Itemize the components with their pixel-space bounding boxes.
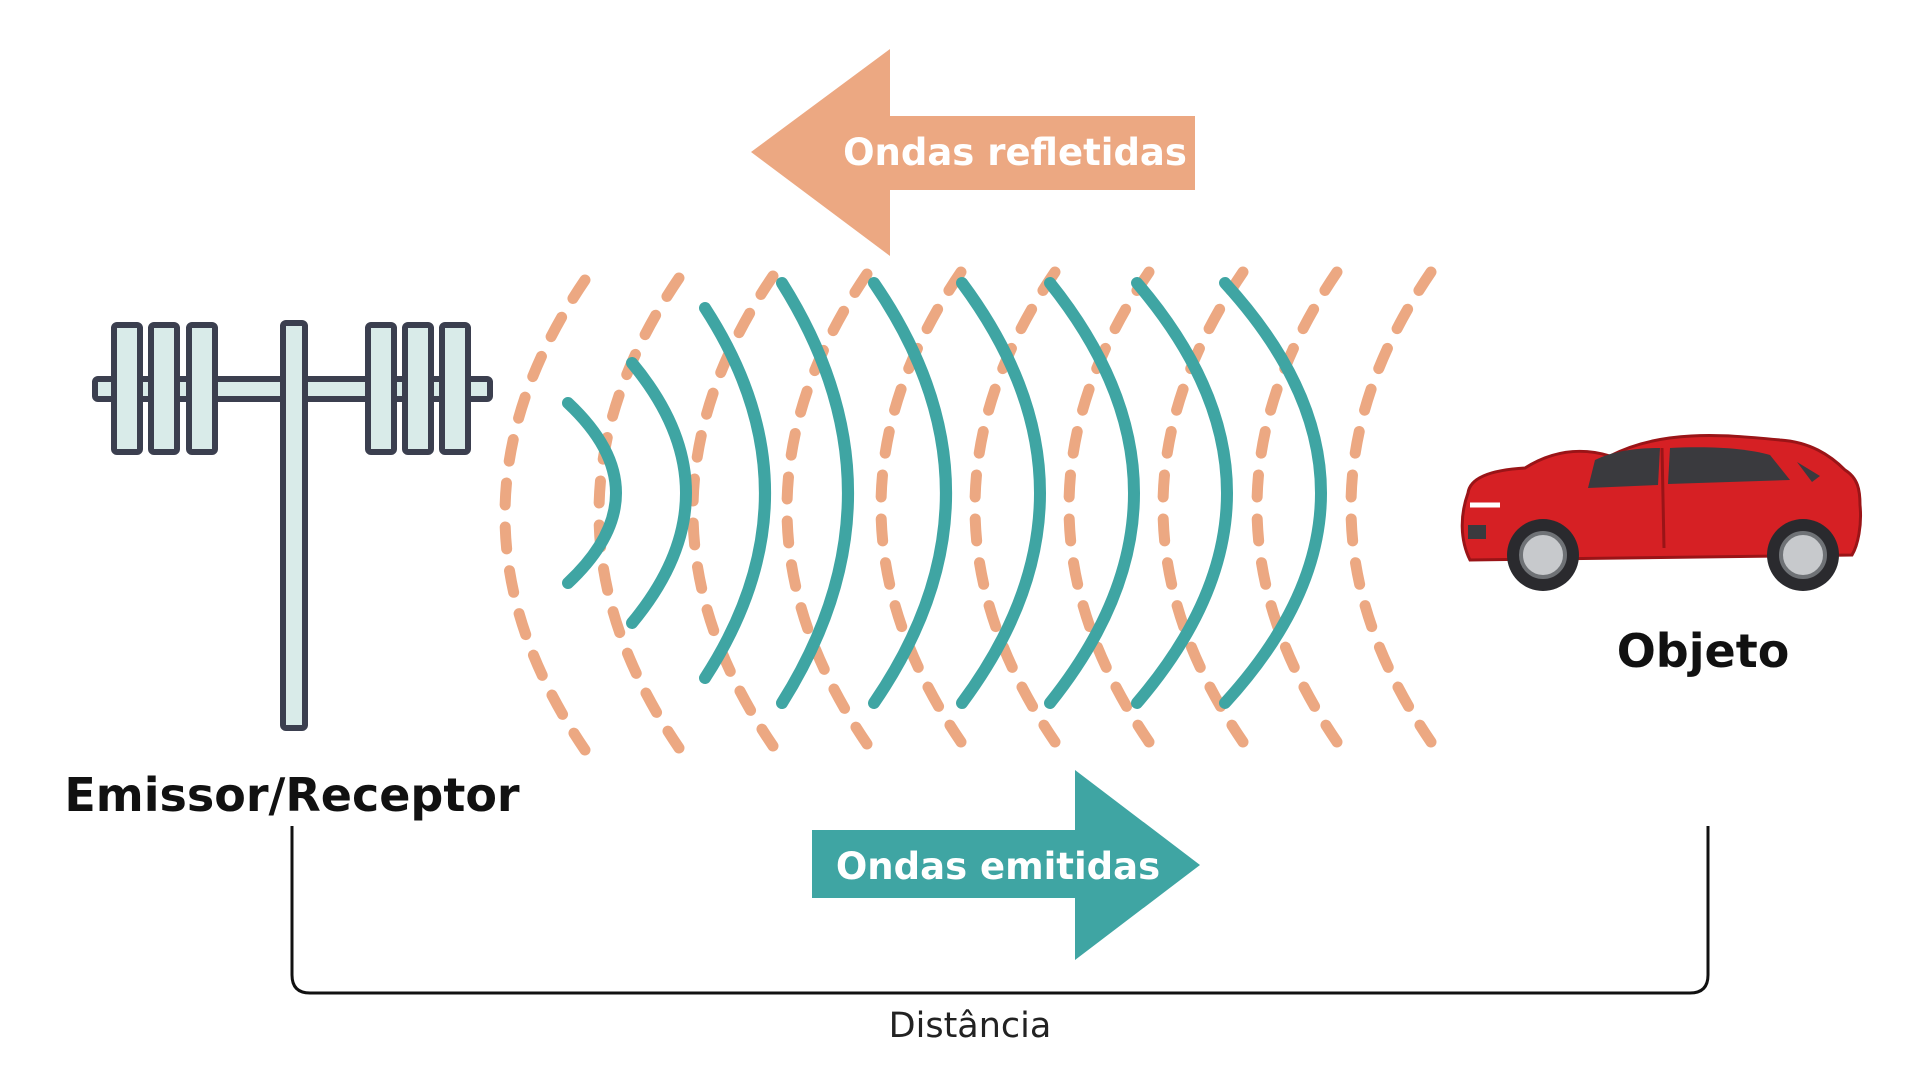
emitted-wave-arc bbox=[626, 357, 692, 629]
reflected-arrow-shape bbox=[751, 49, 1195, 256]
car-icon bbox=[1460, 434, 1862, 591]
emitted-wave-arc bbox=[1044, 277, 1140, 709]
reflected-wave-arc bbox=[1345, 266, 1437, 748]
emitter-receiver-label: Emissor/Receptor bbox=[64, 768, 520, 822]
emitted-arrow-shape bbox=[812, 770, 1200, 960]
emitted-waves-arrow: Ondas emitidas bbox=[812, 770, 1200, 960]
emitted-wave-arc bbox=[956, 277, 1046, 709]
emitted-waves-label: Ondas emitidas bbox=[836, 845, 1160, 888]
antenna-icon bbox=[92, 320, 493, 731]
distance-bracket bbox=[290, 826, 1710, 995]
emitted-wave-arc bbox=[699, 302, 771, 684]
distance-label: Distância bbox=[889, 1006, 1052, 1046]
emitted-wave-arc bbox=[1131, 277, 1233, 709]
reflected-waves-arrow: Ondas refletidas bbox=[751, 49, 1195, 256]
emitted-wave-arc bbox=[868, 277, 952, 709]
object-label: Objeto bbox=[1617, 624, 1790, 678]
emitted-waves bbox=[562, 277, 1327, 709]
emitted-wave-arc bbox=[776, 277, 854, 709]
reflected-waves bbox=[499, 266, 1437, 756]
reflected-waves-label: Ondas refletidas bbox=[843, 131, 1187, 174]
emitted-wave-arc bbox=[562, 397, 622, 589]
reflected-wave-arc bbox=[499, 274, 591, 756]
emitted-wave-arc bbox=[1219, 277, 1327, 709]
